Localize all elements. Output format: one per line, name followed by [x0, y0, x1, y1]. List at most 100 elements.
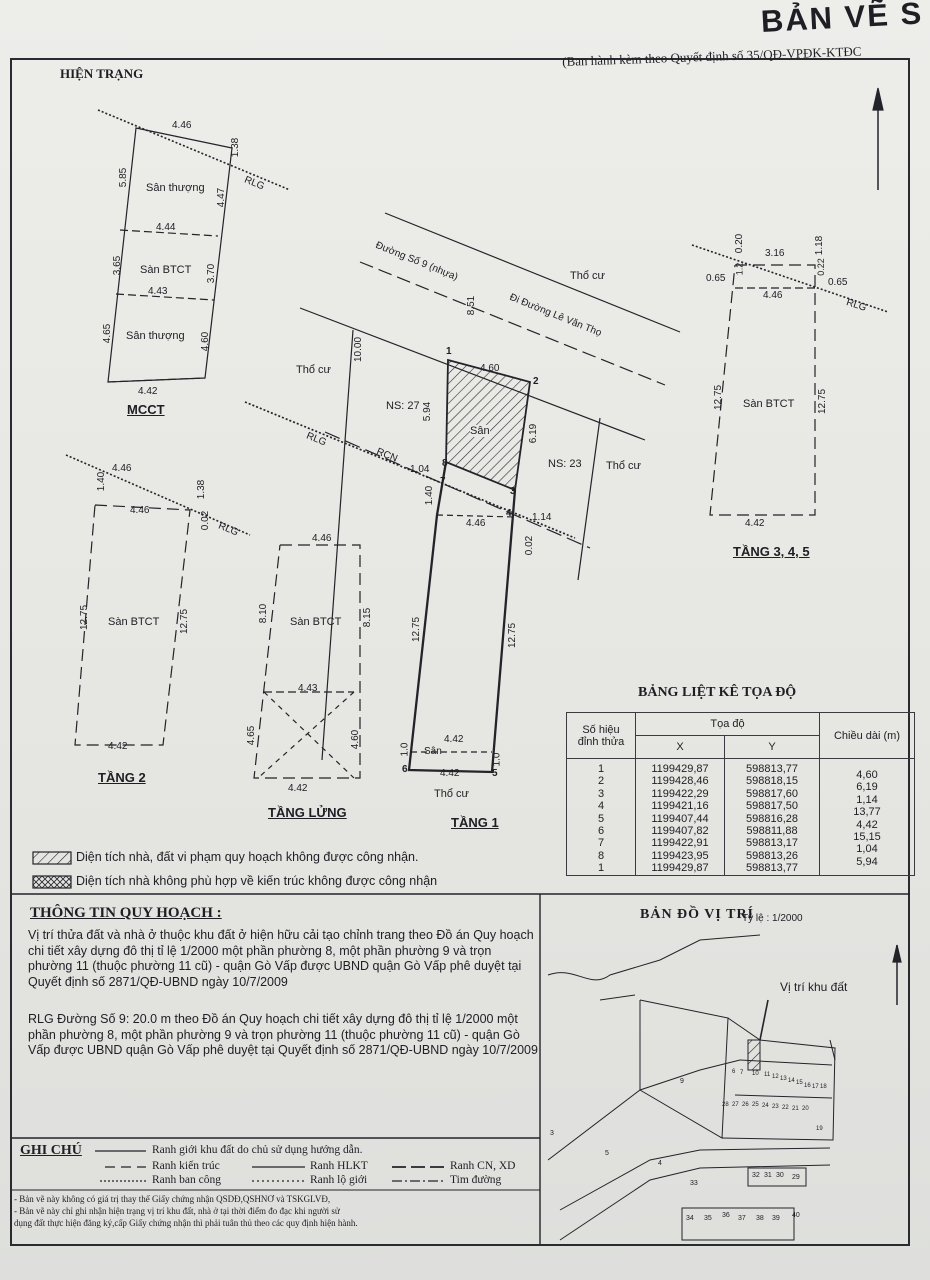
coord-header-x: X — [635, 735, 725, 759]
site-dim: 0.02 — [524, 535, 536, 556]
fine-print: - Bản vẽ này không có giá trị thay thế G… — [14, 1194, 331, 1204]
fine-print: - Bản vẽ này chỉ ghi nhận hiện trạng vị … — [14, 1206, 340, 1216]
coord-x: 1199421,16 — [651, 800, 709, 813]
mcct-dim: 5.85 — [118, 167, 130, 188]
neighbor-label-right: Thổ cư — [606, 460, 641, 472]
location-map — [547, 934, 836, 1241]
coord-x: 1199407,82 — [651, 825, 709, 838]
mezzanine-dim: 4.43 — [298, 683, 318, 694]
floor2-room: Sàn BTCT — [108, 616, 160, 628]
coord-x: 1199429,87 — [651, 763, 709, 775]
coord-length: 6,19 — [856, 781, 878, 794]
legend-violation-text: Diện tích nhà, đất vi phạm quy hoạch khô… — [76, 850, 419, 864]
mcct-section — [97, 109, 291, 383]
floor1-dim: 1.0 — [491, 752, 503, 767]
mcct-dim: 3.65 — [112, 255, 124, 276]
coord-vertex: 7 — [597, 837, 605, 850]
vertex-label: 5 — [492, 768, 498, 779]
coord-vertex: 6 — [597, 825, 605, 838]
map-parcel-number: 16 — [804, 1083, 811, 1089]
planning-heading: THÔNG TIN QUY HOẠCH : — [30, 905, 222, 921]
note-item: Ranh kiến trúc — [152, 1160, 220, 1172]
coord-y: 598816,28 — [746, 812, 798, 825]
vertex-label: 2 — [533, 376, 539, 387]
mcct-dim: 4.60 — [200, 331, 212, 352]
vertex-label: 3 — [510, 486, 516, 497]
coord-x: 1199423,95 — [651, 849, 709, 862]
map-parcel-number: 17 — [812, 1084, 819, 1090]
north-arrow-icon — [872, 87, 884, 190]
planning-paragraph-1: Vị trí thửa đất và nhà ở thuộc khu đất ở… — [28, 928, 534, 989]
map-parcel-number: 18 — [820, 1084, 827, 1090]
map-parcel-number: 38 — [756, 1215, 764, 1222]
coord-length: 15,15 — [853, 831, 881, 844]
location-marker-label: Vị trí khu đất — [780, 980, 848, 994]
map-parcel-number: 23 — [772, 1104, 779, 1110]
site-dim: 4.46 — [466, 518, 486, 529]
coord-header-length: Chiều dài (m) — [819, 712, 915, 759]
map-parcel-number: 10 — [752, 1071, 759, 1077]
lot-right-label: NS: 23 — [548, 458, 582, 470]
mcct-dim: 4.44 — [156, 222, 176, 233]
note-item: Ranh lộ giới — [310, 1174, 368, 1186]
map-parcel-number: 11 — [764, 1072, 771, 1078]
yard-label: Sân — [470, 425, 490, 437]
map-parcel-number: 40 — [792, 1212, 800, 1219]
floor345-dim: 1.2 — [734, 262, 745, 276]
map-parcel-number: 21 — [792, 1106, 799, 1112]
coord-vertex: 4 — [597, 800, 605, 813]
floor-2-plan — [65, 454, 251, 746]
coord-length: 1,04 — [856, 843, 878, 856]
planning-paragraph-2: RLG Đường Số 9: 20.0 m theo Đồ án Quy ho… — [28, 1012, 538, 1057]
mcct-dim: 1.38 — [230, 137, 242, 158]
lot-left-label: NS: 27 — [386, 400, 420, 412]
map-parcel-number: 3 — [550, 1130, 554, 1137]
mezzanine-caption: TẦNG LỬNG — [268, 805, 347, 820]
map-parcel-number: 29 — [792, 1174, 800, 1181]
map-parcel-number: 9 — [680, 1078, 684, 1085]
coord-y-col: 598813,77 598818,15 598817,60 598817,50 … — [724, 758, 820, 876]
floor2-dim: 0.02 — [200, 510, 212, 531]
floor2-dim: 12.75 — [79, 604, 91, 631]
site-dim: 1.40 — [424, 485, 436, 506]
coord-length: 5,94 — [856, 855, 878, 868]
location-map-scale: Tỷ lệ : 1/2000 — [742, 913, 803, 924]
floor1-dim: 4.42 — [444, 734, 464, 745]
section-label: HIỆN TRẠNG — [60, 66, 144, 81]
legend-hatch-nonconform-icon — [32, 875, 72, 889]
floor345-caption: TẦNG 3, 4, 5 — [733, 544, 810, 559]
floor345-dim: 4.42 — [745, 518, 765, 529]
floor2-dim: 1.40 — [96, 471, 108, 492]
note-item: Ranh ban công — [152, 1174, 221, 1186]
mcct-room-top: Sân thượng — [146, 182, 205, 194]
map-parcel-number: 35 — [704, 1215, 712, 1222]
coord-table: Số hiệu đỉnh thửa Tọa độ Chiều dài (m) X… — [566, 712, 915, 876]
coord-header-y: Y — [724, 735, 820, 759]
vertex-label: 4 — [506, 508, 512, 519]
mcct-dim: 4.42 — [138, 386, 158, 397]
coord-length: 4,60 — [856, 769, 878, 781]
legend-hatch-violation-icon — [32, 851, 72, 865]
legend-nonconform-text: Diện tích nhà không phù hợp về kiến trúc… — [76, 874, 438, 888]
coord-y: 598813,77 — [746, 862, 798, 875]
coord-vertex: 2 — [597, 775, 605, 788]
floor1-dim: 12.75 — [411, 616, 423, 643]
coord-y: 598817,50 — [746, 800, 798, 813]
map-parcel-number: 25 — [752, 1102, 759, 1108]
floor2-dim: 12.75 — [179, 608, 191, 635]
fine-print: dụng đất thực hiện đăng ký,cấp Giấy chứn… — [14, 1218, 358, 1228]
vertex-label: 6 — [402, 764, 408, 775]
mcct-dim: 4.65 — [102, 323, 114, 344]
floor2-dim: 4.46 — [112, 463, 132, 474]
floor1-caption: TẦNG 1 — [451, 815, 499, 830]
note-item: Ranh HLKT — [310, 1160, 368, 1172]
note-item: Tim đường — [450, 1174, 502, 1186]
coord-x: 1199428,46 — [651, 775, 709, 788]
drawing-frame — [10, 58, 910, 1246]
map-parcel-number: 19 — [816, 1126, 823, 1132]
map-parcel-number: 33 — [690, 1180, 698, 1187]
neighbor-label-left: Thổ cư — [296, 364, 331, 376]
floor1-dim: 4.42 — [440, 768, 460, 779]
vertex-label: 8 — [442, 458, 448, 469]
